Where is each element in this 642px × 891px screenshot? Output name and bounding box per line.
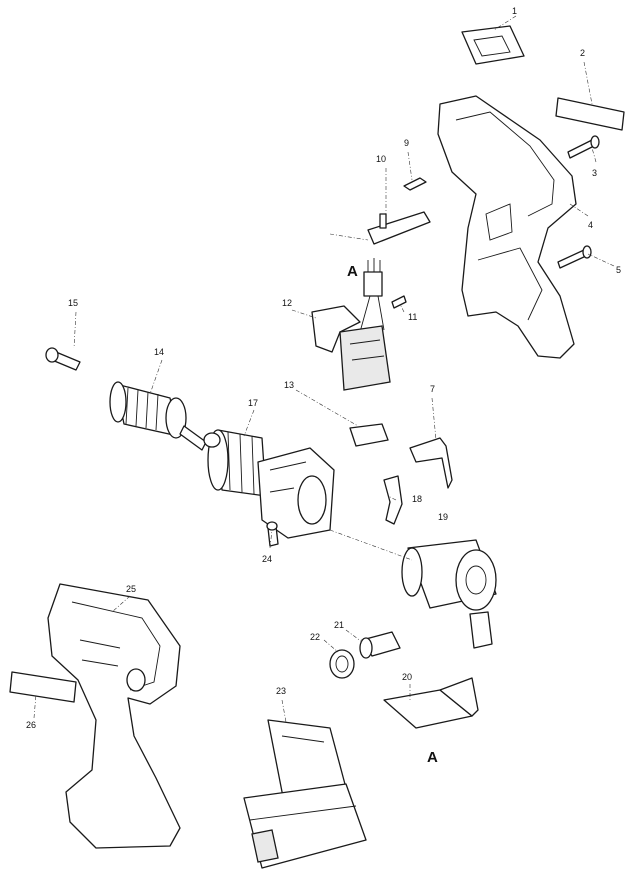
callout-20: 20 xyxy=(402,672,412,682)
reference-a-bottom: A xyxy=(427,749,438,766)
callout-3: 3 xyxy=(592,168,597,178)
part-3-screw xyxy=(567,135,600,159)
reference-a-top: A xyxy=(347,263,358,280)
part-22-knob xyxy=(329,649,355,679)
callout-10: 10 xyxy=(376,154,386,164)
part-1-plate xyxy=(461,25,525,65)
part-7-terminal xyxy=(409,437,453,489)
callout-9: 9 xyxy=(404,138,409,148)
part-15-screw xyxy=(45,347,81,371)
callout-2: 2 xyxy=(580,48,585,58)
callout-1: 1 xyxy=(512,6,517,16)
callout-25: 25 xyxy=(126,584,136,594)
callout-5: 5 xyxy=(616,265,621,275)
part-2-label xyxy=(555,97,625,131)
callout-26: 26 xyxy=(26,720,36,730)
callout-21: 21 xyxy=(334,620,344,630)
part-23-battery xyxy=(243,719,367,869)
part-21-fan xyxy=(359,631,401,659)
part-13-brush-holder xyxy=(349,423,389,447)
callout-19: 19 xyxy=(438,512,448,522)
part-18-brush xyxy=(383,475,403,525)
motor xyxy=(401,539,497,649)
part-24-screw xyxy=(266,521,279,547)
callout-17: 17 xyxy=(248,398,258,408)
callout-11: 11 xyxy=(408,312,417,322)
part-10-lever xyxy=(367,211,431,245)
part-11-screw xyxy=(391,295,407,309)
callout-23: 23 xyxy=(276,686,286,696)
part-25-housing-half xyxy=(47,583,181,849)
part-4-housing-half xyxy=(437,95,577,359)
callout-4: 4 xyxy=(588,220,593,230)
callout-12: 12 xyxy=(282,298,292,308)
callout-24: 24 xyxy=(262,554,272,564)
callout-7: 7 xyxy=(430,384,435,394)
part-14-chuck xyxy=(109,381,207,451)
part-20-bracket xyxy=(383,677,479,729)
part-12-switch xyxy=(311,305,391,391)
part-5-screw xyxy=(557,245,592,269)
leader-lines xyxy=(33,15,615,723)
callout-15: 15 xyxy=(68,298,78,308)
part-17-gear-assembly xyxy=(203,429,267,497)
callout-18: 18 xyxy=(412,494,422,504)
part-26-label xyxy=(9,671,77,703)
terminal-leads xyxy=(359,258,385,333)
callout-22: 22 xyxy=(310,632,320,642)
part-9-spring xyxy=(403,177,427,191)
callout-14: 14 xyxy=(154,347,164,357)
callout-13: 13 xyxy=(284,380,294,390)
